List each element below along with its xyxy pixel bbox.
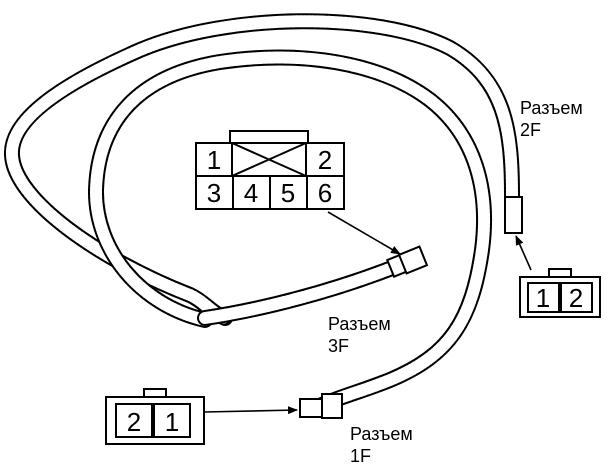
pinout-2f-pin-left: 1 — [536, 283, 550, 313]
label-1f-line1: Разъем — [350, 424, 413, 444]
pinout-3f-pin-4: 4 — [244, 178, 258, 208]
pinout-3f-pin-2: 2 — [318, 145, 332, 175]
outer-cable-fill — [6, 15, 518, 324]
label-3f-line2: 3F — [328, 336, 349, 356]
inner-cable-outline — [87, 49, 492, 413]
pinout-2f-pin-right: 2 — [569, 283, 583, 313]
label-1f-line2: 1F — [350, 446, 371, 466]
label-3f-line1: Разъем — [328, 314, 391, 334]
label-2f-line1: Разъем — [520, 98, 583, 118]
pinout-1f-pin-right: 1 — [165, 407, 179, 437]
pinout-3f-pin-6: 6 — [318, 178, 332, 208]
pinout-3f-key — [229, 130, 309, 144]
connector-2f-pinout — [519, 268, 601, 318]
pinout-3f-pin-3: 3 — [207, 178, 221, 208]
pinout-2f-key — [548, 268, 572, 278]
pinout-3f-pin-1: 1 — [207, 145, 221, 175]
connector-3f-body — [385, 245, 429, 279]
connector-2f-body — [504, 196, 523, 234]
arrow-2f — [515, 235, 532, 271]
connector-1f-pinout — [105, 388, 205, 445]
leader-arrows — [203, 211, 532, 415]
label-2f-line2: 2F — [520, 120, 541, 140]
arrow-1f — [203, 406, 298, 415]
inner-cable-fill — [89, 51, 490, 411]
connector-1f-body — [299, 393, 343, 419]
pinout-1f-pin-left: 2 — [127, 407, 141, 437]
pinout-3f-empty-cross-b — [231, 142, 307, 177]
branch-cable-fill — [199, 262, 398, 324]
pinout-1f-key — [143, 388, 167, 398]
arrow-3f — [327, 211, 401, 255]
pinout-3f-pin-5: 5 — [281, 178, 295, 208]
harness-cables — [4, 13, 520, 413]
connector-3f-pinout — [195, 130, 345, 210]
